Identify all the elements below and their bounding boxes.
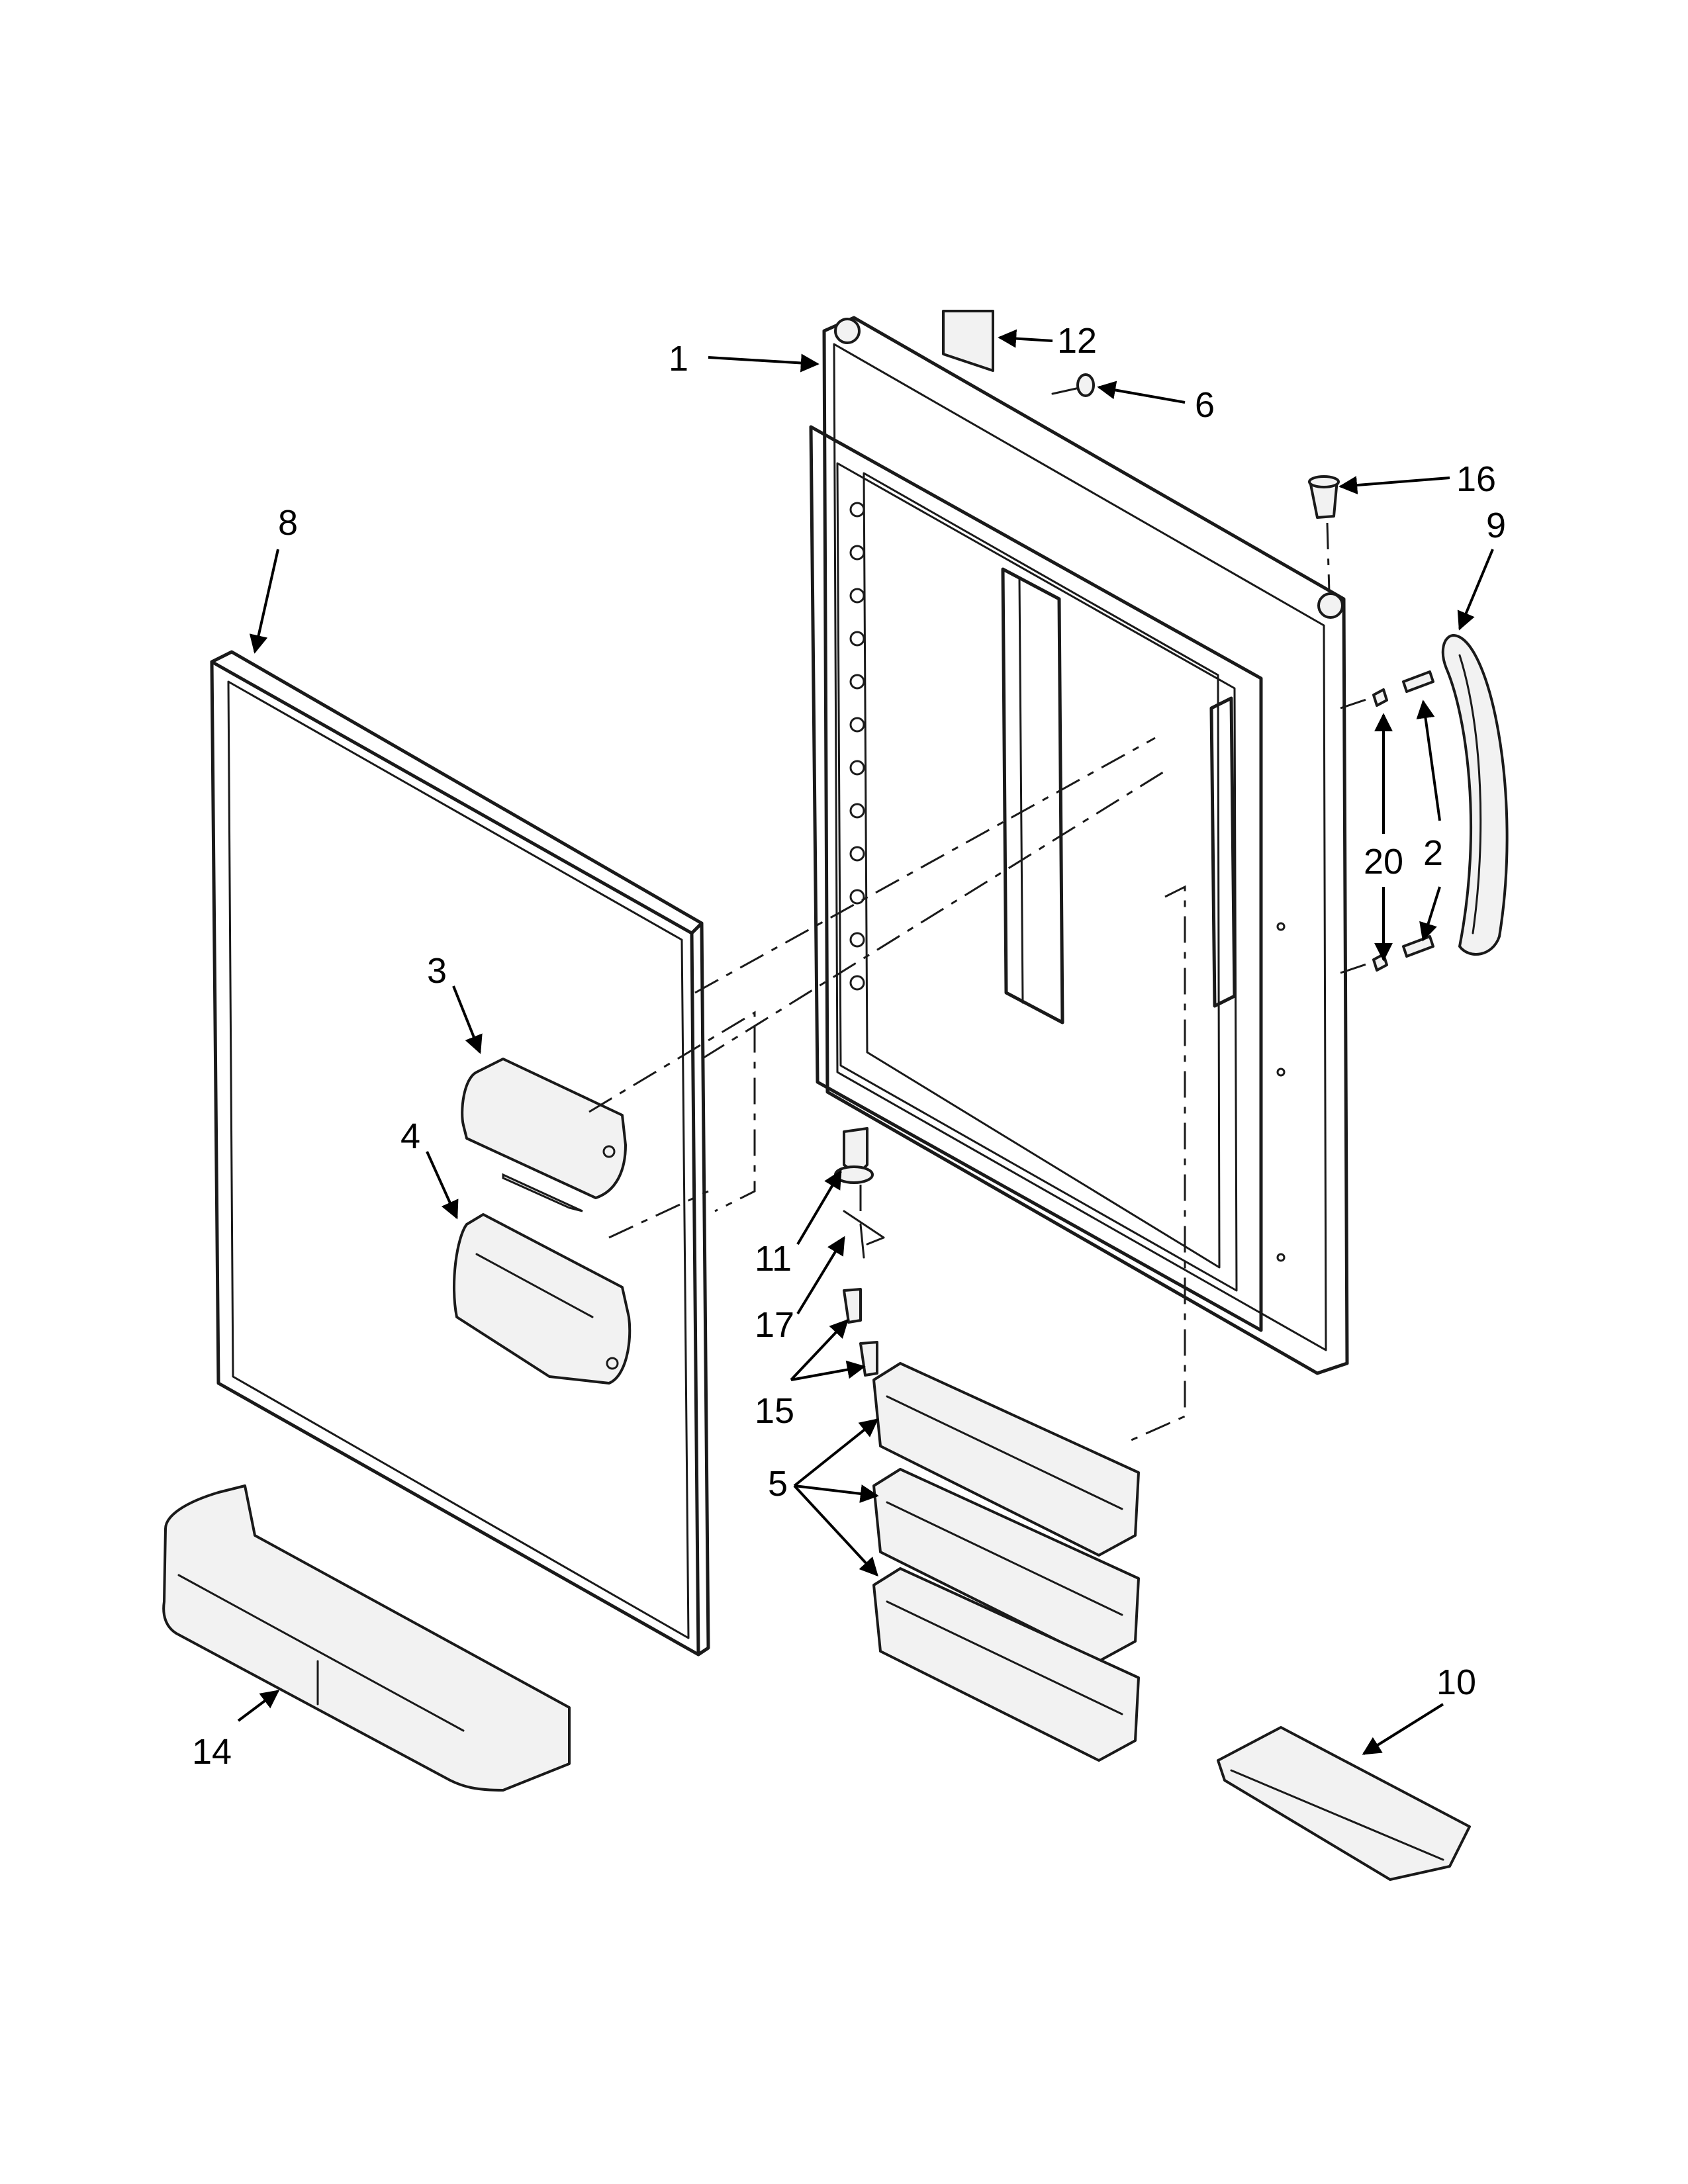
dispenser-cover: [461, 1058, 627, 1212]
callout-2: 2: [1423, 833, 1443, 873]
dispenser-bin: [453, 1213, 632, 1385]
callout-14: 14: [192, 1732, 232, 1772]
door-bins: [872, 1362, 1140, 1762]
label-part: [942, 310, 994, 372]
lower-door-bin: [162, 1484, 571, 1792]
callout-16: 16: [1456, 459, 1496, 499]
callout-4: 4: [400, 1116, 420, 1156]
callout-5: 5: [768, 1464, 788, 1504]
door-liner: [809, 316, 1349, 1375]
shelf-bumps: [849, 502, 865, 991]
callout-15: 15: [755, 1391, 794, 1431]
callout-10: 10: [1436, 1662, 1476, 1702]
hinge-parts: [834, 1127, 885, 1377]
callout-12: 12: [1057, 321, 1097, 361]
callout-labels: 1 12 6 16 9 8 20 2 3 4 11 17 15 5 10 14: [192, 321, 1506, 1772]
callout-8: 8: [278, 503, 298, 543]
callout-11: 11: [755, 1239, 792, 1279]
plug-part-16: [1308, 475, 1340, 593]
callout-9: 9: [1486, 506, 1506, 545]
screw-part-6: [1051, 373, 1095, 397]
door-outer-panel: [210, 650, 710, 1657]
handle-screws: [1340, 670, 1434, 974]
callout-20: 20: [1364, 842, 1403, 882]
callout-6: 6: [1195, 385, 1215, 425]
callout-3: 3: [427, 951, 447, 991]
tray-part: [1217, 1726, 1471, 1881]
assembly-lines: [588, 737, 1186, 1444]
door-handle: [1441, 634, 1509, 956]
callout-17: 17: [755, 1305, 794, 1345]
callout-1: 1: [669, 339, 688, 379]
leader-lines: [237, 329, 1494, 1755]
